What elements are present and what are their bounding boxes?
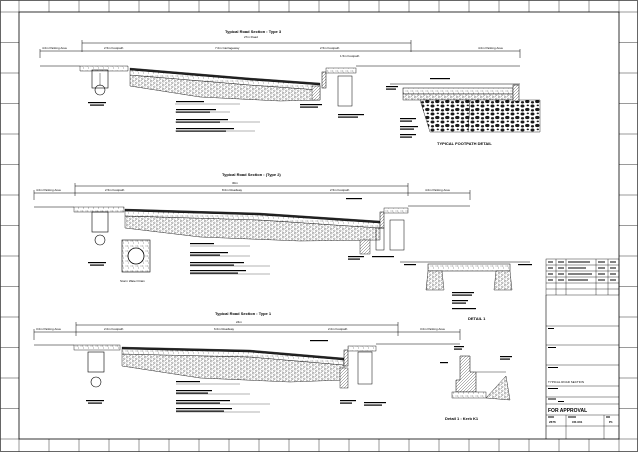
revision-table-text [548, 261, 616, 281]
kerb-detail-fill [485, 375, 511, 401]
footpath-detail-notes [386, 78, 450, 138]
service-duct-right-type-3 [311, 75, 353, 107]
job-number: 2676 [549, 420, 556, 424]
annotation-leaders-type-1 [176, 383, 270, 413]
road-section-type-1: Typical Road Section : Type 1 24m 3.0m P… [33, 311, 461, 413]
left-parking-type-1: 3.0m Parking Area [36, 327, 61, 331]
right-parking-type-3: 4.0m Parking Area [478, 46, 503, 50]
grid-reference-side [0, 11, 638, 440]
storm-water-drain [121, 239, 151, 273]
right-kerb-type-1 [343, 349, 349, 367]
left-parking-type-2: 4.0m Parking Area [36, 188, 61, 192]
right-parking-type-1: 3.0m Parking Area [420, 327, 445, 331]
dimension-lines-type-3 [39, 40, 521, 58]
overall-dimension-type-1: 24m [236, 320, 242, 324]
grid-reference-top [18, 0, 620, 452]
road-section-type-2: Typical Road Section : (Type 2) 30m 4.0m… [33, 172, 471, 283]
kerb-detail-title: Detail 1 : Kerb K1 [445, 416, 479, 421]
kerb-detail: Detail 1 : Kerb K1 [440, 346, 512, 421]
overall-dimension-type-3: 27m Road [244, 35, 258, 39]
annotation-text-type-3 [88, 101, 364, 132]
revision: P1 [609, 420, 613, 424]
service-pit-left-type-2 [91, 211, 109, 246]
service-duct-right-type-2 [359, 219, 405, 255]
right-footpath-slab-type-1 [347, 345, 377, 352]
left-footpath-type-3: 2.5m Footpath [104, 46, 124, 50]
footpath-detail-title: TYPICAL FOOTPATH DETAIL [437, 141, 492, 146]
revision-table [545, 258, 620, 296]
annotation-text-type-1 [86, 340, 386, 412]
right-footpath-slab-type-3 [325, 67, 357, 74]
storm-drain-label: Storm Water Drain [120, 279, 145, 283]
right-footpath-slab-type-2 [383, 207, 409, 214]
drawing-title: TYPICAL ROAD SECTION [548, 380, 584, 384]
annotation-leaders-type-2 [190, 245, 270, 275]
detail-1-notes [404, 264, 532, 310]
left-footpath-type-2: 2.5m Footpath [105, 188, 125, 192]
service-duct-right-type-1 [339, 351, 373, 389]
footpath-detail-slab [402, 87, 514, 95]
footpath-detail: TYPICAL FOOTPATH DETAIL [386, 78, 541, 146]
title-block-captions [548, 328, 610, 418]
overall-dimension-type-2: 30m [232, 181, 238, 185]
kerb-detail-notes [440, 346, 512, 364]
kerb-detail-section [455, 355, 477, 393]
left-parking-type-3: 4.0m Parking Area [42, 46, 67, 50]
detail-1-slab [427, 263, 511, 272]
right-footpath-type-2: 2.5m Footpath [330, 188, 350, 192]
right-footpath-type-3: 2.5m Footpath [320, 46, 340, 50]
service-pit-left-type-1 [87, 351, 105, 388]
detail-1-footing-right [493, 270, 513, 291]
left-footpath-type-1: 2.0m Footpath [104, 327, 124, 331]
dimension-lines-type-2 [33, 183, 471, 200]
footpath-detail-bedding [402, 93, 514, 101]
right-footpath-type-1: 2.0m Footpath [328, 327, 348, 331]
section-title-type-3: Typical Road Section : Type 3 [225, 29, 282, 34]
asphalt-surface-type-3 [129, 67, 321, 86]
footpath-detail-kerb [512, 84, 520, 102]
footpath-detail-rock-left [419, 99, 471, 133]
right-kerb-type-3 [321, 71, 327, 89]
drawing-status: FOR APPROVAL [548, 408, 587, 414]
section-title-type-2: Typical Road Section : (Type 2) [222, 172, 281, 177]
annotation-leaders-type-3 [175, 103, 260, 132]
detail-1-title: DETAIL 1 [468, 316, 486, 321]
dimension-lines-type-1 [33, 322, 461, 340]
carriageway-type-1: 6.0m Roadway [214, 327, 235, 331]
detail-1: DETAIL 1 [400, 261, 532, 321]
kerb-label-type-3: 1.5m Footpath [340, 54, 360, 58]
section-title-type-1: Typical Road Section : Type 1 [215, 311, 272, 316]
carriageway-type-2: 8.0m Roadway [222, 188, 243, 192]
drawing-number: CR-001 [572, 420, 583, 424]
footpath-detail-rockfill [467, 99, 541, 133]
right-parking-type-2: 4.0m Parking Area [425, 188, 450, 192]
carriageway-type-3: 7.0m Carriageway [215, 46, 240, 50]
left-footpath-slab-type-2 [73, 206, 125, 213]
left-footpath-slab-type-1 [73, 344, 121, 351]
title-block: TYPICAL ROAD SECTION FOR APPROVAL 2676 C… [545, 295, 619, 439]
road-section-type-3: Typical Road Section : Type 3 27m Road 4… [39, 29, 521, 132]
annotation-text-type-2 [88, 198, 394, 274]
service-pit-left-type-3 [91, 69, 109, 96]
detail-1-footing-left [425, 270, 445, 291]
kerb-detail-bedding [451, 391, 487, 399]
right-kerb-type-2 [379, 211, 385, 229]
